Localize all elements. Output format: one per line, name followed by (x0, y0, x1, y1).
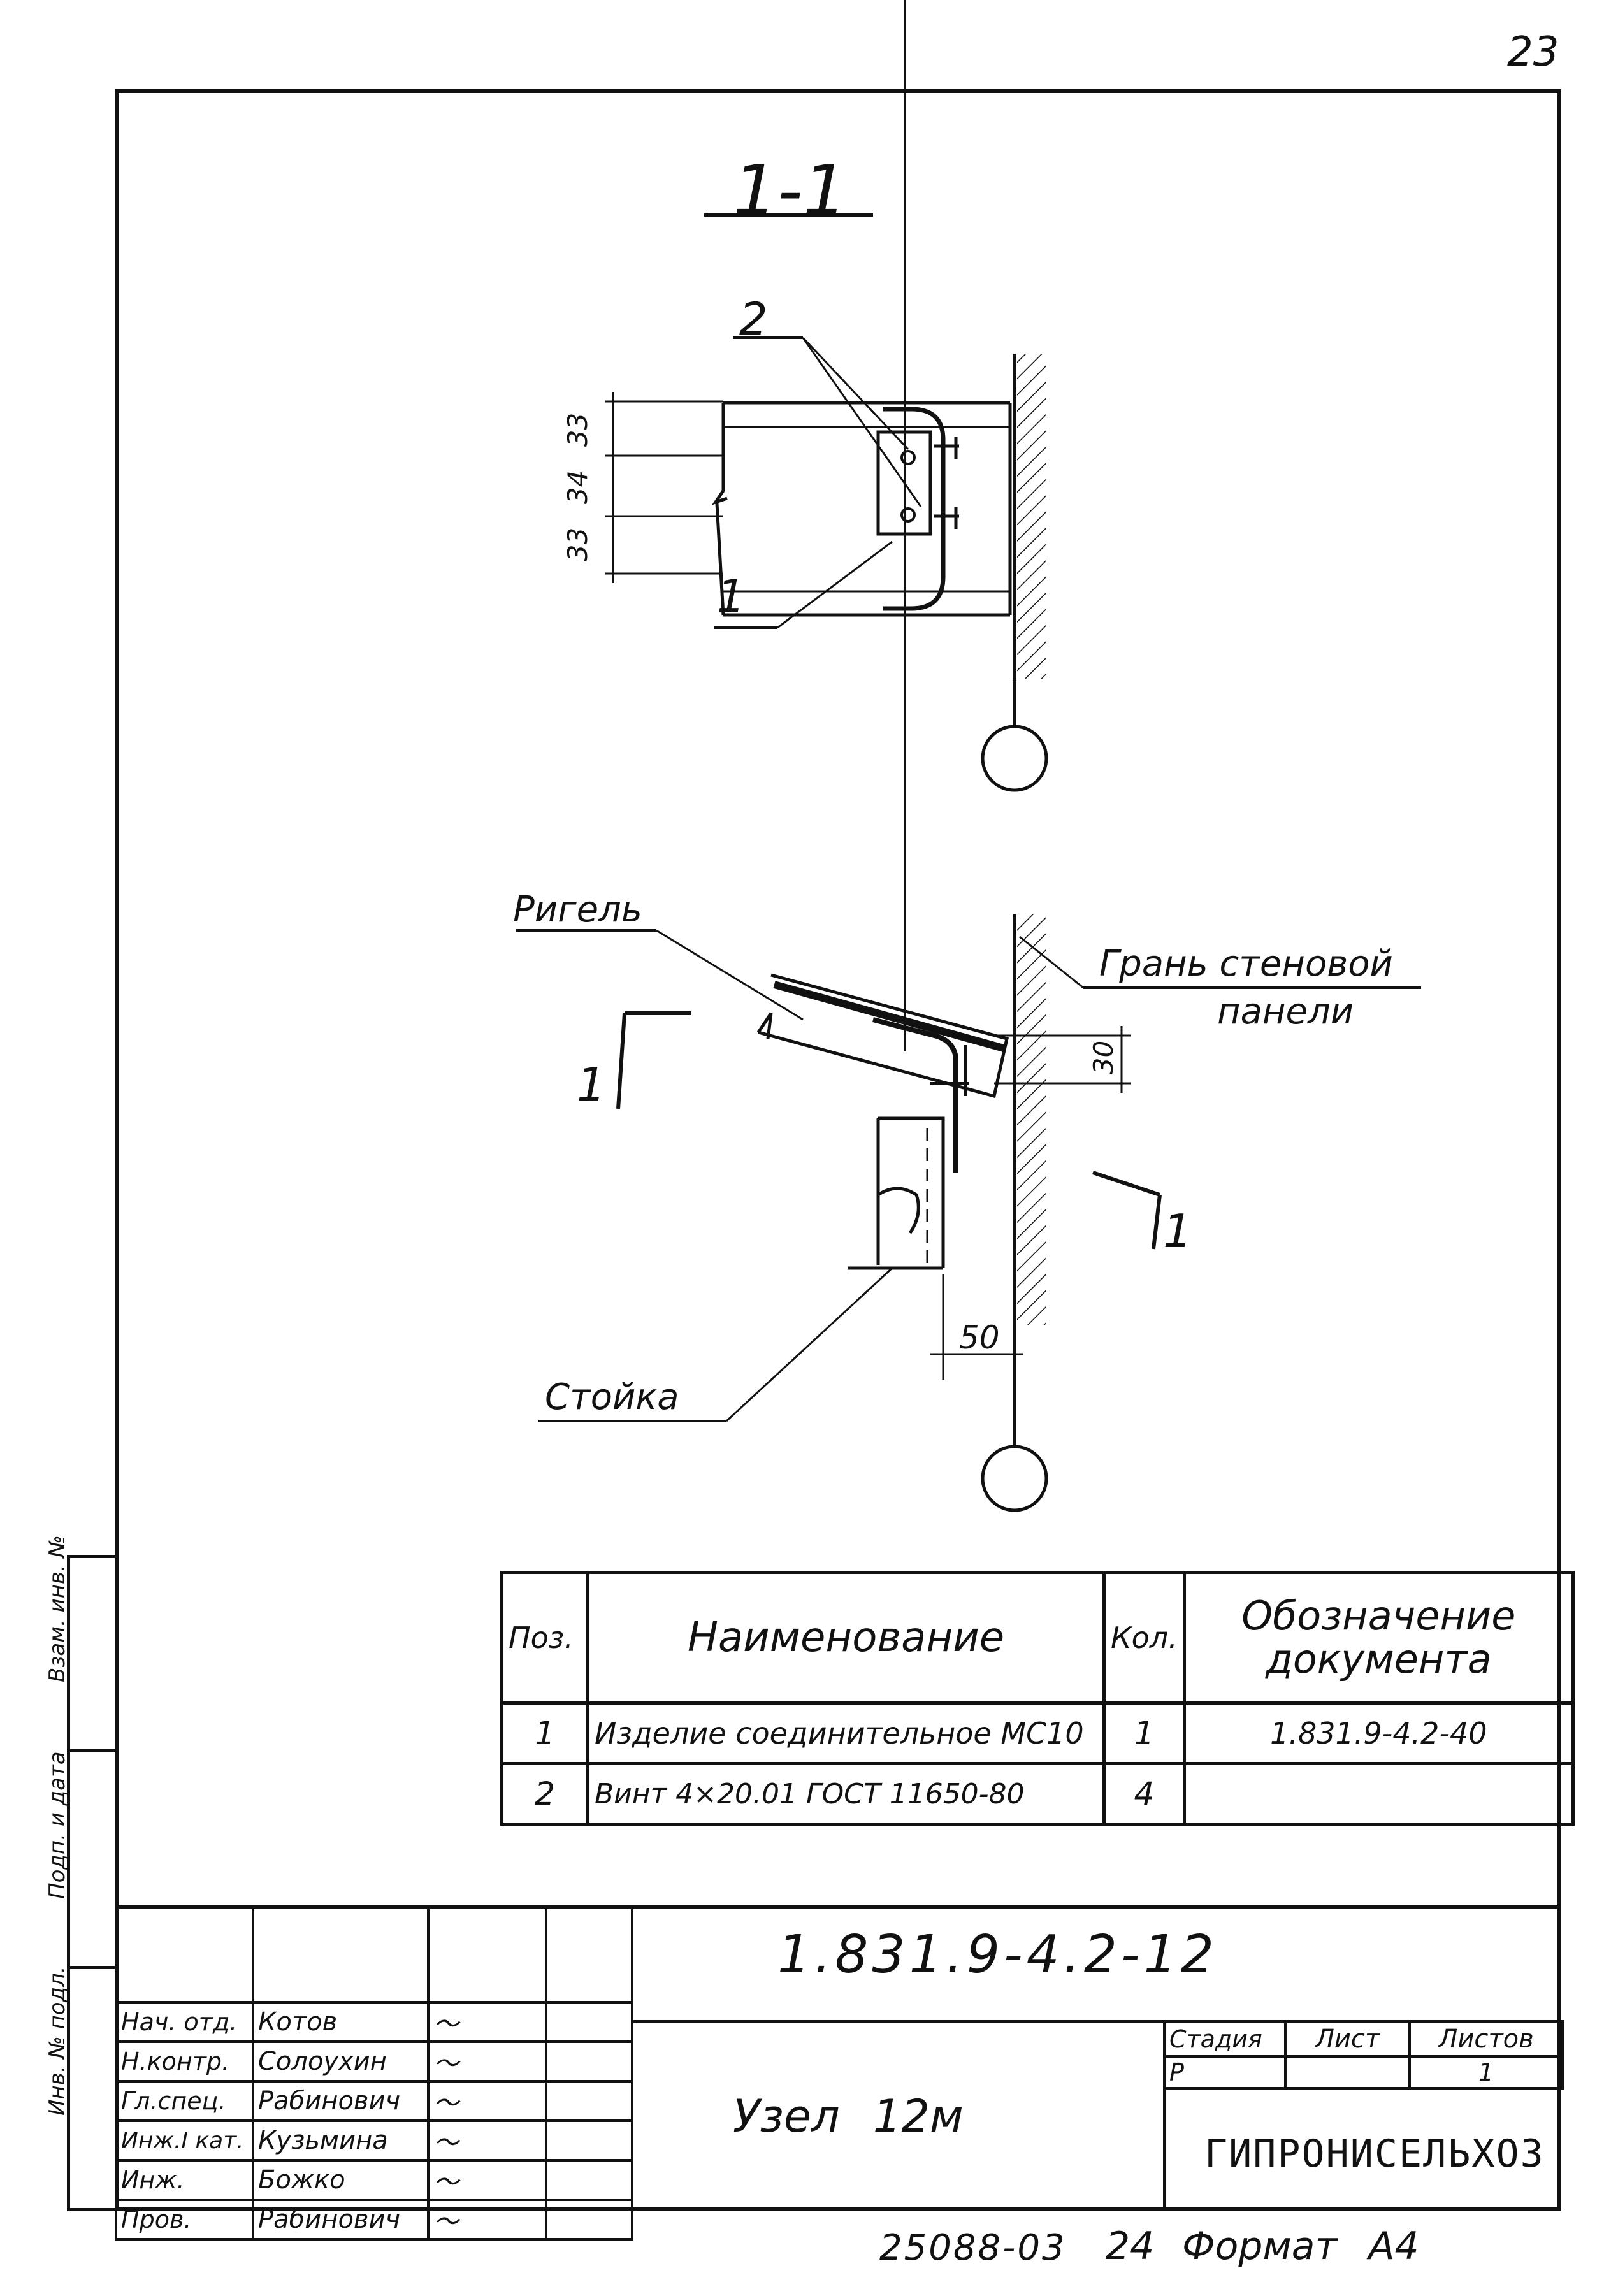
staff-role: Н.контр. (115, 2040, 254, 2083)
table-row: 1 Изделие соединительное МС10 1 1.831.9-… (500, 1701, 1575, 1765)
staff-surname: Кузьмина (252, 2119, 430, 2162)
title-block-code-divider (631, 2020, 1561, 2023)
table-row: Пров. Рабинович ～ (115, 2199, 633, 2241)
header-doc-line2: документа (1266, 1636, 1492, 1682)
footer-format: Формат А4 (1182, 2224, 1419, 2269)
table-row: Нач. отд. Котов ～ (115, 2001, 633, 2043)
staff-role: Инж. (115, 2159, 254, 2201)
row-name: Винт 4×20.01 ГОСТ 11650-80 (586, 1762, 1106, 1826)
signature-icon: ～ (433, 2010, 459, 2039)
row-pos: 1 (500, 1701, 589, 1765)
staff-signature: ～ (427, 2080, 547, 2122)
staff-signature: ～ (427, 2119, 547, 2162)
signature-icon: ～ (433, 2128, 459, 2158)
signature-icon: ～ (433, 2049, 459, 2079)
table-row: 2 Винт 4×20.01 ГОСТ 11650-80 4 (500, 1762, 1575, 1826)
table-row: Инж.I кат. Кузьмина ～ (115, 2119, 633, 2162)
staff-role: Гл.спец. (115, 2080, 254, 2122)
label-rigel: Ригель (513, 889, 642, 930)
side-stamp (67, 1555, 118, 2211)
sheets-value: 1 (1408, 2055, 1564, 2090)
section-title-underline (704, 213, 873, 217)
staff-role: Пров. (115, 2199, 254, 2241)
stage-grid: Стадия Лист Листов Р 1 (1163, 2020, 1564, 2090)
sheets-header: Листов (1408, 2020, 1564, 2058)
stage-value: Р (1163, 2055, 1287, 2090)
side-stamp-divider (70, 1749, 118, 1752)
row-qty: 1 (1102, 1701, 1186, 1765)
footer-page-ref: 24 (1106, 2224, 1155, 2269)
staff-surname: Котов (252, 2001, 430, 2043)
header-qty: Кол. (1102, 1571, 1186, 1705)
side-stamp-lower-text: Подп. и дата (45, 1751, 70, 1899)
staff-signature: ～ (427, 2159, 547, 2201)
document-name: Узел 12м (733, 2090, 964, 2142)
table-row: Н.контр. Солоухин ～ (115, 2040, 633, 2083)
row-pos: 2 (500, 1762, 589, 1826)
row-doc: 1.831.9-4.2-40 (1182, 1701, 1575, 1765)
staff-surname: Рабинович (252, 2199, 430, 2241)
dim-50: 50 (959, 1319, 1000, 1356)
row-qty: 4 (1102, 1762, 1186, 1826)
row-name: Изделие соединительное МС10 (586, 1701, 1106, 1765)
callout-2: 2 (739, 293, 768, 345)
staff-signature: ～ (427, 2001, 547, 2043)
signature-icon: ～ (433, 2089, 459, 2118)
staff-role: Инж.I кат. (115, 2119, 254, 2162)
staff-surname: Божко (252, 2159, 430, 2201)
header-doc: Обозначение документа (1182, 1571, 1575, 1705)
title-block (115, 1905, 1561, 2211)
staff-signature: ～ (427, 2199, 547, 2241)
side-stamp-upper-text: Взам. инв. № (45, 1535, 70, 1682)
header-pos: Поз. (500, 1571, 589, 1705)
table-row: Гл.спец. Рабинович ～ (115, 2080, 633, 2122)
signature-icon: ～ (433, 2207, 459, 2237)
footer-inventory: 25088-03 (879, 2227, 1067, 2269)
side-stamp-bottom-text: Инв. № подл. (45, 1966, 70, 2116)
label-stoika: Стойка (545, 1376, 679, 1418)
label-wall-face-line2: панели (1217, 991, 1354, 1032)
sheet-header: Лист (1284, 2020, 1411, 2058)
specification-table: Поз. Наименование Кол. Обозначение докум… (500, 1571, 1575, 1826)
organization-name: ГИПРОНИСЕЛЬХОЗ (1204, 2132, 1545, 2176)
sheet-frame (115, 89, 1561, 2211)
label-wall-face-line1: Грань стеновой (1099, 943, 1393, 985)
header-name: Наименование (586, 1571, 1106, 1705)
header-doc-line1: Обозначение (1241, 1592, 1516, 1639)
document-code: 1.831.9-4.2-12 (777, 1924, 1218, 1985)
staff-surname: Рабинович (252, 2080, 430, 2122)
staff-role: Нач. отд. (115, 2001, 254, 2043)
staff-grid: Нач. отд. Котов ～ Н.контр. Солоухин ～ Гл… (115, 1905, 633, 2241)
section-cut-left: 1 (577, 1058, 606, 1111)
title-block-vertical-divider (1163, 2020, 1166, 2211)
signature-icon: ～ (433, 2168, 459, 2197)
table-row: Инж. Божко ～ (115, 2159, 633, 2201)
staff-signature: ～ (427, 2040, 547, 2083)
page-number: 23 (1507, 29, 1559, 76)
row-doc (1182, 1762, 1575, 1826)
section-title: 1-1 (733, 150, 848, 231)
dim-30: 30 (1088, 1040, 1120, 1075)
staff-surname: Солоухин (252, 2040, 430, 2083)
stage-header: Стадия (1163, 2020, 1287, 2058)
sheet-value (1284, 2055, 1411, 2090)
callout-1: 1 (717, 570, 746, 623)
section-cut-right: 1 (1163, 1204, 1192, 1258)
side-stamp-divider (70, 1966, 118, 1969)
